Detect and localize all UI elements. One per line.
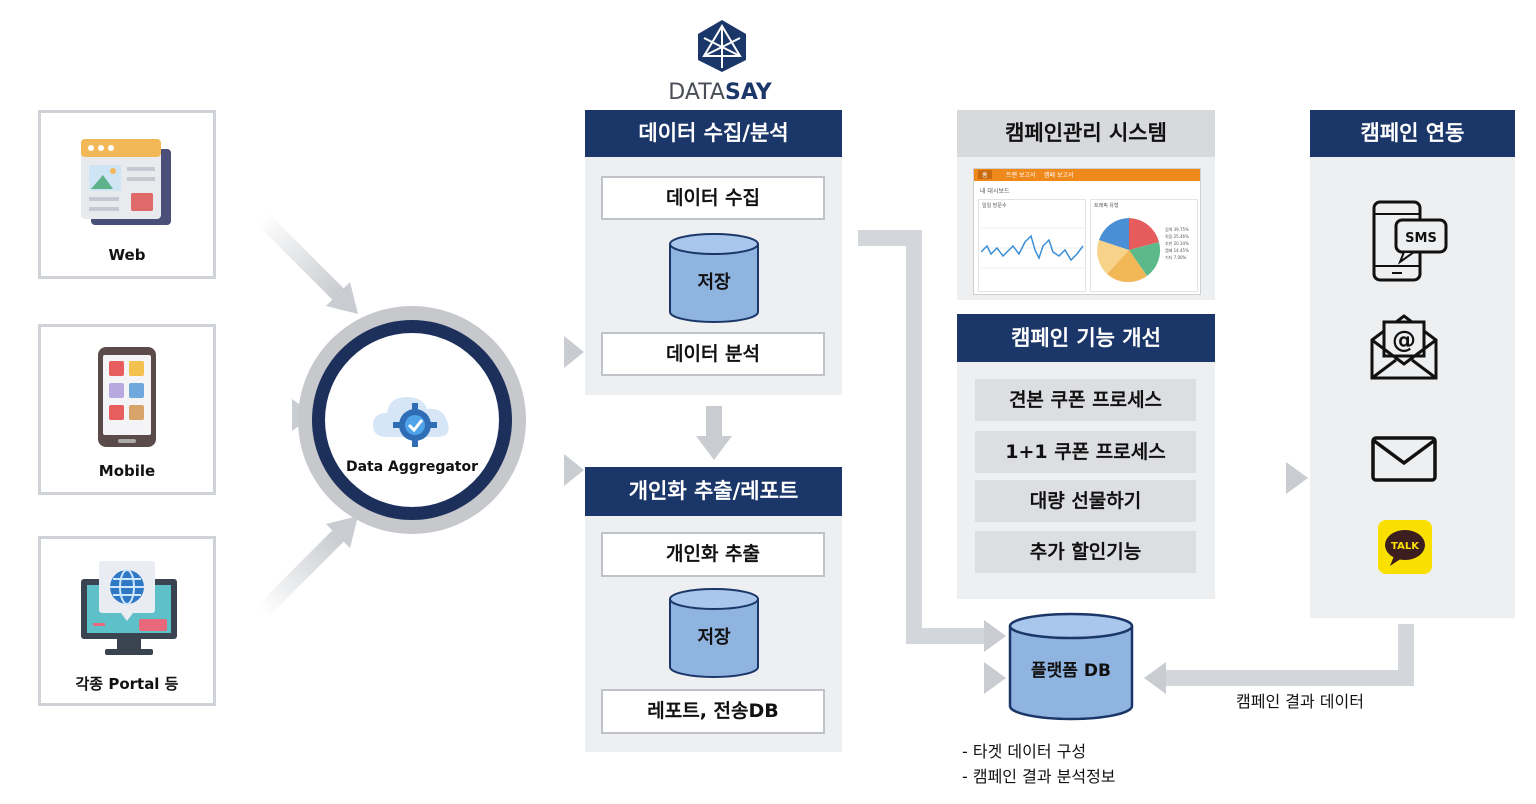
arrow-features-to-campaign [1228,462,1308,494]
monitor-globe-icon [81,561,177,655]
traffic-pie [1097,218,1161,283]
report-item-top: 개인화 추출 [601,532,825,577]
arrow-collect-to-report [696,406,732,460]
arrow-aggregator-to-report [522,454,584,486]
feature-panel: 캠페인 기능 개선 견본 쿠폰 프로세스 1+1 쿠폰 프로세스 대량 선물하기… [957,314,1215,599]
report-panel: 개인화 추출/레포트 개인화 추출 저장 레포트, 전송DB [585,467,842,752]
email-envelope-icon: @ [1370,314,1438,380]
source-portal-box: 각종 Portal 등 [38,536,216,706]
report-storage-label: 저장 [697,627,731,648]
dashboard-tab-bar: 홈 트랜 보고서 캠페 보고서 [974,169,1200,181]
line-sparkline [981,227,1085,269]
source-portal-label: 각종 Portal 등 [75,675,179,693]
data-aggregator: Data Aggregator [298,306,526,534]
note-campaign-analysis: - 캠페인 결과 분석정보 [962,767,1116,786]
feature-panel-title: 캠페인 기능 개선 [957,314,1215,362]
campaign-system-panel: 캠페인관리 시스템 홈 트랜 보고서 캠페 보고서 내 대시보드 일일 방문수 … [957,110,1215,300]
dashboard-screenshot: 홈 트랜 보고서 캠페 보고서 내 대시보드 일일 방문수 트래픽 유형 [973,168,1201,295]
campaign-link-panel: 캠페인 연동 SMS @ TALK [1310,110,1515,618]
dashboard-tab-1: 트랜 보고서 [1006,172,1036,179]
arrow-report-to-platform-db [856,662,1006,694]
mobile-phone-icon [98,347,156,447]
legend-item: 직접 25.46% [1165,234,1189,239]
arrow-aggregator-to-collect [522,336,584,368]
feature-item-bulk-gift: 대량 선물하기 [975,480,1196,522]
dashboard-line-card: 일일 방문수 [978,199,1086,292]
platform-db-cylinder: 플랫폼 DB [1008,612,1134,722]
dashboard-tab-home: 홈 [978,170,992,179]
collect-item-bottom: 데이터 분석 [601,332,825,376]
campaign-result-label: 캠페인 결과 데이터 [1236,692,1364,711]
collect-storage-cylinder: 저장 [668,232,760,324]
dashboard-pie-card: 트래픽 유형 검색 39.75% 직접 25.46% 추천 20.34% 캠페 … [1090,199,1198,292]
dashboard-subtitle: 내 대시보드 [980,188,1010,195]
line-card-title: 일일 방문수 [982,203,1007,209]
datasay-logo-icon [698,20,746,72]
aggregator-label: Data Aggregator [345,459,479,475]
legend-item: 추천 20.34% [1165,241,1189,246]
collect-panel-title: 데이터 수집/분석 [585,110,842,157]
campaign-link-title: 캠페인 연동 [1310,110,1515,157]
cloud-gear-icon [373,397,449,447]
collect-item-top: 데이터 수집 [601,176,825,220]
report-item-bottom: 레포트, 전송DB [601,689,825,734]
sms-label: SMS [1405,231,1437,246]
source-mobile-label: Mobile [98,462,156,480]
arrow-campaign-result-to-db [1144,624,1414,694]
collect-storage-label: 저장 [697,272,731,293]
kakaotalk-icon: TALK [1378,520,1432,574]
feature-item-extra-discount: 추가 할인기능 [975,531,1196,573]
arrow-portal-to-aggregator [256,516,358,618]
pie-card-title: 트래픽 유형 [1094,203,1119,209]
dashboard-tab-2: 캠페 보고서 [1044,172,1074,179]
mail-envelope-icon [1371,436,1437,482]
pie-legend: 검색 39.75% 직접 25.46% 추천 20.34% 캠페 14.45% … [1165,226,1199,261]
feature-item-sample-coupon: 견본 쿠폰 프로세스 [975,379,1196,421]
datasay-logo-text: DATASAY [668,80,772,105]
feature-item-one-plus-one: 1+1 쿠폰 프로세스 [975,431,1196,473]
at-symbol: @ [1392,326,1416,354]
sms-phone-icon: SMS [1372,200,1448,282]
report-panel-title: 개인화 추출/레포트 [585,467,842,516]
arrow-collect-to-platform-db [858,230,1006,652]
arrow-web-to-aggregator [256,212,358,314]
legend-item: 캠페 14.45% [1165,248,1189,253]
source-web-box: Web [38,110,216,279]
web-browser-icon [81,139,171,225]
campaign-system-title: 캠페인관리 시스템 [957,110,1215,157]
talk-label: TALK [1391,541,1420,552]
note-target-data: - 타겟 데이터 구성 [962,742,1087,761]
legend-item: 기타 7.00% [1165,255,1187,260]
source-web-label: Web [108,246,146,264]
legend-item: 검색 39.75% [1165,227,1189,232]
platform-db-label: 플랫폼 DB [1031,661,1111,681]
source-mobile-box: Mobile [38,324,216,495]
report-storage-cylinder: 저장 [668,587,760,679]
collect-panel: 데이터 수집/분석 데이터 수집 저장 데이터 분석 [585,110,842,395]
